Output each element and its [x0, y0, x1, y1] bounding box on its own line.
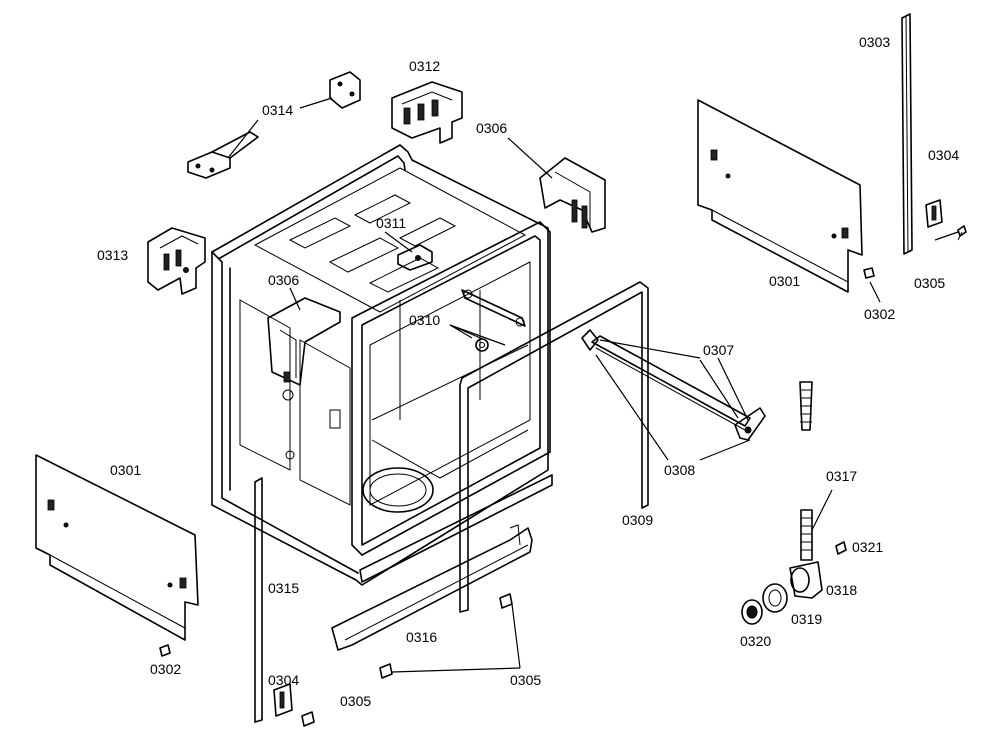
hinge-bar-0310: [461, 289, 526, 352]
seal-0315: [254, 477, 263, 723]
screw-0305-upper: [957, 225, 967, 241]
label-0321: 0321: [852, 539, 884, 555]
label-0306-mid: 0306: [268, 272, 300, 288]
label-0317: 0317: [826, 468, 858, 484]
screw-0305-low: [379, 663, 393, 679]
label-0304-top: 0304: [928, 147, 960, 163]
bracket-0312: [391, 81, 463, 144]
bracket-0306-right: [539, 157, 606, 233]
label-0315: 0315: [268, 580, 300, 596]
clip-0311: [397, 244, 433, 271]
label-0302-right: 0302: [864, 306, 896, 322]
ring-0319: [762, 583, 788, 613]
door-seal-0309: [459, 281, 649, 613]
screw-0302-lower: [159, 644, 171, 657]
label-0316: 0316: [406, 629, 438, 645]
label-0312: 0312: [409, 58, 441, 74]
side-panel-0301-left: [35, 454, 199, 641]
cap-0320: [741, 599, 763, 625]
side-panel-0301-right: [697, 99, 863, 293]
label-0311: 0311: [376, 215, 407, 231]
screw-0305-mid: [499, 593, 513, 609]
label-0306-top: 0306: [476, 120, 508, 136]
screw-0305-bottom: [301, 711, 315, 727]
label-0305-mid: 0305: [510, 672, 542, 688]
screw-0321: [835, 541, 847, 555]
label-0304-bottom: 0304: [268, 672, 300, 688]
label-0305-top: 0305: [914, 275, 946, 291]
label-0305-bottom: 0305: [340, 693, 372, 709]
label-0301-left: 0301: [110, 462, 142, 478]
label-0302-left: 0302: [150, 661, 182, 677]
strip-0303: [901, 13, 913, 255]
screw-0302-upper: [863, 267, 875, 279]
label-0303: 0303: [859, 34, 891, 50]
leader-lines: [227, 97, 959, 673]
bracket-0306-left: [267, 297, 341, 386]
bracket-0314-lower: [187, 131, 259, 179]
label-0319: 0319: [791, 611, 823, 627]
label-0308: 0308: [664, 462, 696, 478]
rail-0316: [331, 524, 533, 651]
label-0314: 0314: [262, 102, 294, 118]
label-0307: 0307: [703, 342, 735, 358]
label-0320: 0320: [740, 633, 772, 649]
label-0310: 0310: [409, 312, 441, 328]
label-0301-right: 0301: [769, 273, 801, 289]
hose-0317: [799, 381, 813, 561]
tub-assembly: [211, 144, 553, 586]
pump-housing-0318: [789, 561, 823, 599]
label-0309: 0309: [622, 512, 654, 528]
clip-0304-lower: [273, 683, 293, 717]
bracket-0314-upper: [329, 71, 361, 109]
arm-0307: [581, 329, 766, 441]
label-0313: 0313: [97, 247, 129, 263]
clip-0304-upper: [925, 199, 943, 228]
bracket-0313: [147, 227, 206, 295]
label-0318: 0318: [826, 582, 858, 598]
